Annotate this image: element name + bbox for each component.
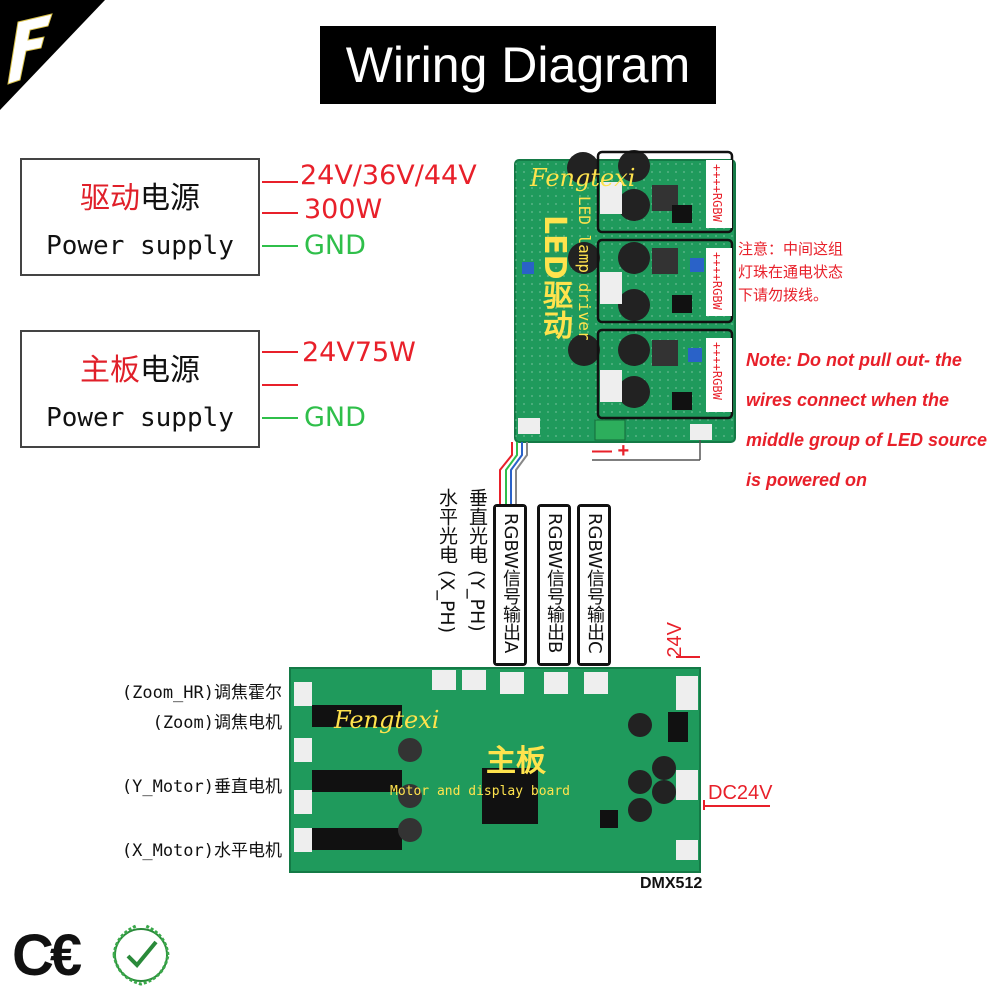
channel-label-1: ++++RGBW: [710, 164, 724, 222]
driver-psu-title-black: 电源: [140, 181, 200, 216]
driver-psu-title: 驱动电源: [80, 173, 200, 217]
main-label-cn: 主板: [486, 744, 546, 779]
driver-brand: Fengtexi: [530, 164, 636, 192]
driver-psu-title-red: 驱动: [80, 181, 140, 216]
led-driver-board: [514, 150, 736, 443]
zoom-motor-label: (Zoom)调焦电机: [152, 713, 282, 733]
channel-label-2: ++++RGBW: [710, 252, 724, 310]
rohs-icon: [112, 924, 170, 986]
x-motor-label: (X_Motor)水平电机: [121, 841, 282, 861]
driver-polarity: — +: [592, 440, 630, 462]
main-brand: Fengtexi: [334, 706, 440, 734]
main-power-supply: 主板电源 Power supply: [20, 330, 260, 448]
driver-label-cn: LED驱动: [537, 215, 572, 340]
driver-power-label: 300W: [304, 194, 383, 225]
rgbw-output-a: RGBW信号输出A: [494, 505, 526, 665]
main-psu-title-red: 主板: [80, 353, 140, 388]
x-photo-label: 水平光电 (X_PH): [436, 488, 458, 634]
brand-logo: [0, 0, 105, 110]
zoom-hall-label: (Zoom_HR)调焦霍尔: [121, 683, 282, 703]
ce-mark: C€: [12, 923, 82, 988]
rgbw-output-c: RGBW信号输出C: [578, 505, 610, 665]
driver-gnd-label: GND: [304, 230, 366, 261]
main-psu-subtitle: Power supply: [46, 403, 234, 433]
main-psu-title: 主板电源: [80, 345, 200, 389]
main-label-en: Motor and display board: [390, 784, 571, 799]
input-24v-label: 24V: [664, 622, 686, 658]
main-psu-title-black: 电源: [140, 353, 200, 388]
main-board: [289, 667, 701, 873]
rgbw-output-b: RGBW信号输出B: [538, 505, 570, 665]
driver-psu-subtitle: Power supply: [46, 231, 234, 261]
driver-voltage-label: 24V/36V/44V: [300, 160, 477, 191]
y-photo-label: 垂直光电 (Y_PH): [466, 488, 488, 632]
notice-en: Note: Do not pull out- the wires connect…: [746, 350, 988, 490]
driver-label-en: LED lamp driver: [575, 196, 594, 341]
notice-cn: 注意：中间这组灯珠在通电状态下请勿拨线。: [738, 240, 844, 304]
main-gnd-label: GND: [304, 402, 366, 433]
page-title: Wiring Diagram: [320, 26, 716, 104]
dmx512-label: DMX512: [640, 875, 703, 892]
driver-power-supply: 驱动电源 Power supply: [20, 158, 260, 276]
dc24v-label: DC24V: [708, 782, 773, 804]
y-motor-label: (Y_Motor)垂直电机: [121, 777, 282, 797]
main-voltage-label: 24V75W: [302, 337, 416, 368]
channel-label-3: ++++RGBW: [710, 342, 724, 400]
